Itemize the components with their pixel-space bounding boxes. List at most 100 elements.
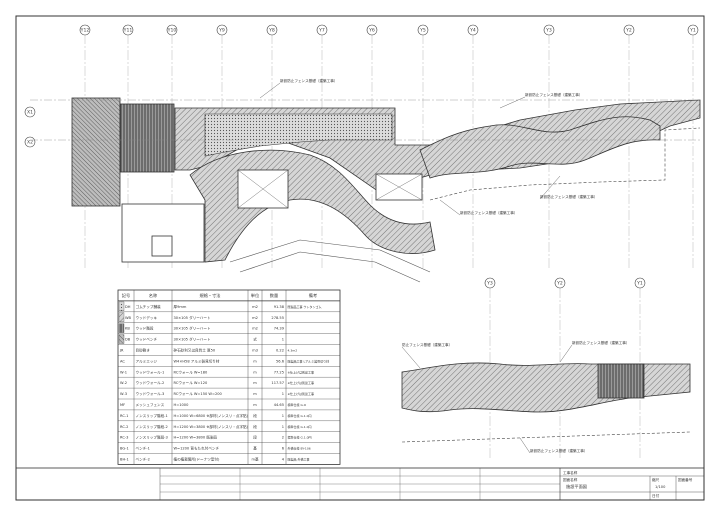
legend-unit: m2: [252, 305, 258, 309]
legend-qty: 1: [282, 392, 284, 396]
legend-header: 名称: [149, 292, 157, 299]
legend-name: ベンチ-2: [136, 457, 150, 462]
detail-annotation-label: 防止フェンス基礎（建築工事）: [402, 342, 452, 347]
grid-label: Y11: [123, 28, 133, 34]
legend-spec: H=1200 W=3800 既製品: [174, 435, 218, 440]
rubber-paving: [204, 113, 393, 157]
detail-stair: [597, 363, 645, 399]
legend-name: メッシュフェンス: [136, 402, 165, 407]
legend-qty: 278.55: [271, 316, 284, 320]
legend-spec: RCウォール W=180: [174, 369, 208, 374]
date-label: 日付: [652, 493, 660, 498]
legend-unit: m: [253, 359, 257, 363]
legend-swatch: [118, 301, 125, 311]
annotation-label: 新設防止フェンス基礎（建築工事）: [525, 92, 582, 97]
grid-bubble: [687, 24, 699, 36]
annotations: 新設防止フェンス基礎（建築工事） 新設防止フェンス基礎（建築工事） 新設防止フェンス…: [259, 78, 597, 216]
legend-code: KB: [125, 327, 130, 331]
legend-spec: W4×H58 アルミ製見切り材: [174, 358, 220, 363]
grid-label: Y1: [689, 28, 696, 34]
legend-name: アルミエッジ: [136, 358, 158, 363]
grid-label: Y8: [268, 28, 275, 34]
legend-code: RC-2: [120, 425, 128, 429]
legend-name: ウッドベンチ: [136, 337, 158, 342]
legend-code: W-1: [120, 370, 127, 374]
legend-name: ゴムチップ舗装: [136, 304, 162, 309]
legend-qty: 6: [282, 447, 285, 451]
legend-note: 標準仕様 G.1.0円: [288, 435, 312, 440]
legend-name: ウッドウォール-2: [136, 380, 165, 385]
legend-unit: 段: [253, 424, 257, 429]
grid-label: Y5: [419, 28, 426, 34]
legend-header: 記号: [122, 292, 130, 299]
legend-unit: 式: [253, 337, 257, 342]
detail-annotation-label: 新設防止フェンス基礎（建築工事）: [572, 340, 629, 345]
grid-bubble: [623, 24, 635, 36]
legend-code: W-2: [120, 381, 127, 385]
grid-bubble: [543, 24, 555, 36]
legend-header: 備考: [309, 292, 317, 299]
wood-stair-block: [71, 97, 121, 207]
legend-spec: H=1000: [174, 403, 190, 407]
legend-note: 標準仕様 G.1.0円: [288, 424, 312, 429]
grid-label: Y1: [636, 281, 643, 287]
legend-note: 標準仕様 G.1.0円: [288, 413, 312, 418]
legend-qty: 44.65: [274, 403, 284, 407]
grid-label: Y7: [318, 28, 325, 34]
grid-bubble: [634, 277, 646, 289]
legend-name: ウッドウォール-3: [136, 391, 165, 396]
grid-label: X2: [27, 140, 33, 146]
legend-name: 目砂敷き: [136, 348, 151, 353]
legend-unit: m2: [252, 327, 258, 331]
grid-label: Y3: [545, 28, 552, 34]
legend-header: 規格・寸法: [200, 292, 221, 299]
legend-note: 標準仕様 G.O: [288, 402, 307, 407]
legend-qty: 56.6: [276, 359, 285, 363]
drawing-label: 図面名称: [563, 477, 578, 482]
legend-code: RC-1: [120, 414, 128, 418]
annotation-label: 新設防止フェンス基礎（建築工事）: [280, 78, 337, 83]
legend-note: ※仕上げは別途工事: [288, 369, 315, 374]
legend-spec: 厚9mm: [174, 304, 187, 309]
grid-label: Y2: [556, 281, 563, 287]
grid-bubble: [316, 24, 328, 36]
grid-bubble: [79, 24, 91, 36]
grid-label: Y6: [368, 28, 375, 34]
detail-walkway: [401, 362, 691, 413]
legend-qty: 4: [282, 458, 285, 462]
wood-deck-strip: [119, 103, 175, 173]
legend-note: 4.3m2: [288, 349, 298, 353]
legend-name: ノンスリップ階段-3: [136, 435, 168, 440]
legend-note: 外構仕様 BY-106: [288, 446, 311, 451]
grid-bubble: [467, 24, 479, 36]
legend-code: DH: [125, 305, 131, 309]
legend-name: ウッドデッキ: [136, 315, 158, 320]
detail-annotation-label: 新設防止フェンス基礎（建築工事）: [530, 448, 587, 453]
grid-label: Y10: [167, 28, 177, 34]
legend-unit: 基: [253, 446, 257, 451]
legend-name: ウッド階段: [136, 326, 154, 331]
legend-swatch: [118, 312, 125, 322]
scale-label: 縮尺: [652, 477, 660, 482]
legend-spec: 30×105 ダリーハート: [174, 326, 211, 331]
grid-bubble: [216, 24, 228, 36]
legend-code: JR: [119, 349, 124, 353]
annotation-label: 新設防止フェンス基礎（建築工事）: [540, 194, 597, 199]
elevator-box: [151, 235, 173, 257]
legend-note: ※仕上げは別途工事: [288, 380, 315, 385]
legend-code: MF: [120, 403, 125, 407]
number-label: 図面番号: [678, 477, 693, 482]
legend-qty: 117.57: [271, 381, 284, 385]
legend-unit: m: [253, 403, 257, 407]
grid-label: Y4: [469, 28, 476, 34]
legend-unit: m: [253, 381, 257, 385]
legend-name: ベンチ-1: [136, 446, 150, 451]
legend-spec: H=1000 W=6800 ※部材(ノンスリ・点字貼): [174, 413, 249, 418]
legend-header: 単位: [251, 292, 259, 299]
legend-qty: 1: [282, 338, 284, 342]
legend-qty: 1: [282, 414, 284, 418]
scale-value: 1/100: [655, 485, 666, 489]
legend-name: ウッドウォール-1: [136, 369, 165, 374]
